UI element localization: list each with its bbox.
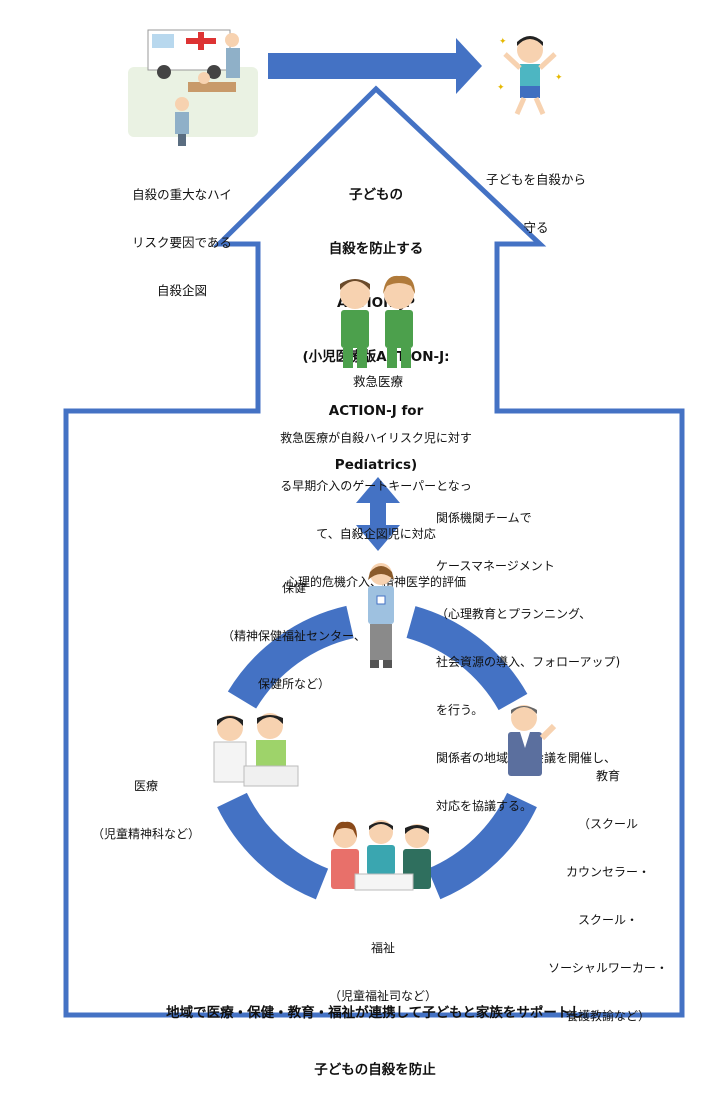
ambulance-icon	[128, 29, 258, 146]
node-line: （児童福祉司など）	[328, 989, 437, 1003]
case-line: 社会資源の導入、フォローアップ)	[436, 655, 621, 669]
right-arrow	[268, 38, 482, 94]
happy-child-icon: ✦ ✦ ✦	[497, 36, 563, 116]
ambulance-illustration	[128, 12, 258, 147]
case-line: を行う。	[436, 703, 484, 717]
doctor-child-icon	[213, 713, 299, 787]
top-left-caption: 自殺の重大なハイ リスク要因である 自殺企図	[112, 155, 252, 315]
svg-text:✦: ✦	[497, 83, 505, 93]
footer-text: 地域で医療・保健・教育・福祉が連携して子どもと家族をサポートし 子どもの自殺を防…	[78, 966, 672, 1099]
child-illustration: ✦ ✦ ✦	[495, 30, 565, 120]
caption-line: 自殺企図	[156, 283, 207, 298]
case-line: 関係機関チームで	[436, 511, 532, 525]
welfare-illustration	[325, 816, 441, 902]
node-line: 保健所など）	[257, 677, 330, 691]
node-line: （児童精神科など）	[91, 827, 200, 841]
title-line: 子どもの	[349, 187, 403, 203]
welfare-label: 福祉 （児童福祉司など）	[318, 908, 448, 1020]
teacher-icon	[508, 705, 557, 776]
cycle-ring	[217, 605, 537, 900]
title-line: 自殺を防止する	[328, 241, 424, 257]
caption-line: リスク要因である	[132, 235, 232, 250]
node-line: カウンセラー・	[565, 865, 650, 879]
case-line: 対応を協議する。	[436, 799, 533, 813]
caption-line: 子どもを自殺から	[485, 172, 586, 187]
node-line: （精神保健福祉センター、	[222, 629, 366, 643]
medical-label: 医療 （児童精神科など）	[86, 746, 206, 858]
footer-line: 子どもの自殺を防止	[314, 1062, 436, 1078]
desc-line: る早期介入のゲートキーパーとなっ	[280, 479, 472, 493]
node-line: ソーシャルワーカー・	[548, 961, 668, 975]
caption-line: 守る	[523, 220, 549, 235]
footer-line: 地域で医療・保健・教育・福祉が連携して子どもと家族をサポートし	[166, 1005, 584, 1021]
node-line: （スクール	[577, 817, 638, 831]
doctors-illustration	[327, 272, 427, 370]
education-label: 教育 （スクール カウンセラー・ スクール・ ソーシャルワーカー・ 養護教諭など…	[538, 736, 678, 1040]
emergency-label: 救急医療	[352, 374, 403, 389]
caption-line: 自殺の重大なハイ	[132, 187, 232, 202]
house-outline	[63, 85, 685, 1018]
node-title: 医療	[133, 779, 158, 793]
node-title: 福祉	[370, 941, 395, 955]
svg-text:✦: ✦	[499, 37, 507, 47]
health-worker-illustration	[358, 560, 404, 672]
node-title: 保健	[281, 581, 306, 595]
desc-line: て、自殺企図児に対応	[316, 527, 436, 541]
title-line: ACTION-J for	[328, 403, 424, 419]
node-line: スクール・	[577, 913, 638, 927]
doctors-icon	[340, 275, 415, 368]
node-line: 養護教諭など）	[565, 1009, 650, 1023]
emergency-description: 救急医療が自殺ハイリスク児に対す る早期介入のゲートキーパーとなっ て、自殺企図…	[250, 398, 502, 606]
health-worker-icon	[368, 563, 394, 668]
title-line: (小児医療版ACTION-J:	[302, 349, 450, 365]
desc-line: 救急医療が自殺ハイリスク児に対す	[280, 431, 472, 445]
case-line: ケースマネージメント	[436, 559, 555, 573]
svg-text:✦: ✦	[555, 73, 563, 83]
double-arrow	[356, 477, 400, 551]
education-illustration	[498, 698, 560, 784]
top-right-caption: 子どもを自殺から 守る	[466, 140, 606, 252]
title-line: Pediatrics)	[334, 457, 418, 473]
diagram-shapes	[63, 38, 685, 1018]
medical-illustration	[204, 706, 300, 796]
health-label: 保健 （精神保健福祉センター、 保健所など）	[214, 548, 374, 708]
family-meeting-icon	[331, 820, 431, 891]
node-title: 教育	[595, 769, 620, 783]
case-line: （心理教育とプランニング、	[436, 607, 592, 621]
